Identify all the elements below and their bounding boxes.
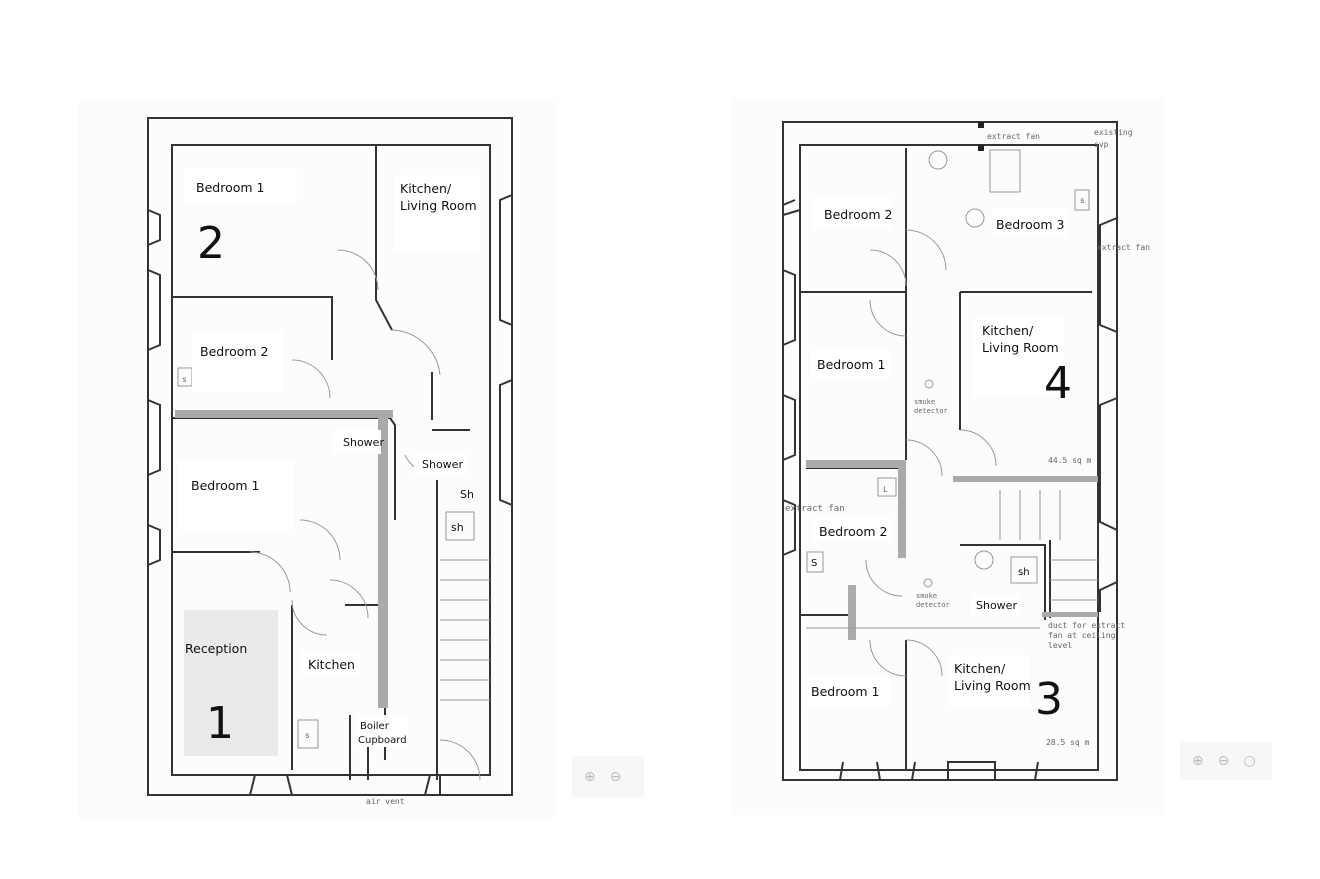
plan-paper: [78, 100, 556, 818]
note: extract fan: [785, 504, 845, 514]
unit-number: 3: [1035, 674, 1063, 725]
room-label: Living Room: [954, 678, 1031, 693]
room-label: Kitchen/: [982, 323, 1034, 338]
room-label: Shower: [976, 599, 1017, 612]
room-label: Kitchen/: [954, 661, 1006, 676]
zoom-controls-right: ⊕ ⊖ ○: [1180, 742, 1272, 780]
mark: S: [811, 558, 817, 569]
unit-number: 2: [197, 218, 225, 269]
note: extract fan: [1097, 243, 1150, 252]
zoom-in-icon[interactable]: ⊕: [584, 769, 596, 785]
room-label: Boiler: [360, 721, 390, 732]
toilet: [928, 150, 948, 170]
mark: sh: [1018, 567, 1030, 578]
wall-hatched: [848, 585, 856, 640]
mark: s: [305, 731, 310, 740]
wall-hatched: [175, 410, 393, 418]
note: smoke: [916, 592, 937, 600]
shower-tray: [989, 149, 1021, 193]
toilet: [965, 208, 985, 228]
zoom-out-icon[interactable]: ⊖: [1217, 753, 1230, 769]
note: detector: [914, 407, 948, 415]
zoom-controls-left: ⊕ ⊖: [572, 756, 644, 798]
smoke-detector-icon: [923, 578, 933, 588]
room-label: Bedroom 2: [824, 207, 892, 222]
zoom-in-icon[interactable]: ⊕: [1192, 753, 1204, 769]
cupboard: [877, 477, 897, 497]
note: fan at ceiling: [1048, 631, 1116, 640]
floor-plan-right: extract fan existing svp extract fan s B…: [730, 98, 1165, 815]
outer-wall: [147, 117, 513, 796]
note: detector: [916, 601, 950, 609]
room-label: Bedroom 1: [811, 684, 879, 699]
room-label: Shower: [422, 458, 463, 471]
outer-wall: [782, 121, 1118, 781]
window-bays: [147, 194, 513, 796]
mark: s: [1080, 196, 1085, 205]
wall-hatched: [806, 460, 906, 468]
reception-shading: [184, 610, 278, 756]
wall-hatched: [1042, 612, 1098, 617]
mark: L: [883, 485, 888, 494]
room-label: Cupboard: [358, 735, 407, 746]
shower-tray: [1010, 556, 1038, 584]
wall-hatched: [378, 418, 388, 708]
wall-hatched: [898, 468, 906, 558]
sink-marker: [1074, 189, 1090, 211]
room-label: Kitchen/: [400, 181, 452, 196]
room-label: Bedroom 2: [819, 524, 887, 539]
note: svp: [1094, 140, 1109, 149]
floor-plan-left: Bedroom 1 2 Kitchen/ Living Room Bedroom…: [78, 100, 556, 818]
plan-paper: [730, 98, 1165, 815]
search-icon[interactable]: ○: [1243, 753, 1256, 769]
note: duct for extract: [1048, 621, 1125, 630]
note: 28.5 sq m: [1046, 738, 1090, 747]
note: air vent: [366, 797, 405, 806]
room-label: Bedroom 2: [200, 344, 268, 359]
unit-number: 4: [1044, 358, 1072, 409]
note: smoke: [914, 398, 935, 406]
room-label: Bedroom 3: [996, 217, 1064, 232]
room-label: Living Room: [982, 340, 1059, 355]
shower-tray: [445, 511, 475, 541]
room-label: Reception: [185, 641, 247, 656]
room-label: Shower: [343, 436, 384, 449]
smoke-detector-icon: [924, 379, 934, 389]
unit-number: 1: [206, 698, 234, 749]
room-label: Kitchen: [308, 657, 355, 672]
wall-hatched: [953, 476, 1098, 482]
zoom-out-icon[interactable]: ⊖: [609, 769, 622, 785]
toilet: [974, 550, 994, 570]
room-label: Bedroom 1: [196, 180, 264, 195]
room-label: Living Room: [400, 198, 477, 213]
note: existing: [1094, 128, 1133, 137]
mark: s: [182, 375, 187, 384]
room-label: Bedroom 1: [817, 357, 885, 372]
sink-marker: [297, 719, 319, 749]
note: level: [1048, 641, 1072, 650]
sink-marker: [806, 551, 824, 573]
note: 44.5 sq m: [1048, 456, 1092, 465]
room-label: Bedroom 1: [191, 478, 259, 493]
mark: Sh: [460, 488, 474, 501]
note: extract fan: [987, 132, 1040, 141]
window-bays: [782, 199, 1118, 781]
door-swings-stairs: [806, 229, 1098, 677]
mark: sh: [451, 521, 464, 534]
